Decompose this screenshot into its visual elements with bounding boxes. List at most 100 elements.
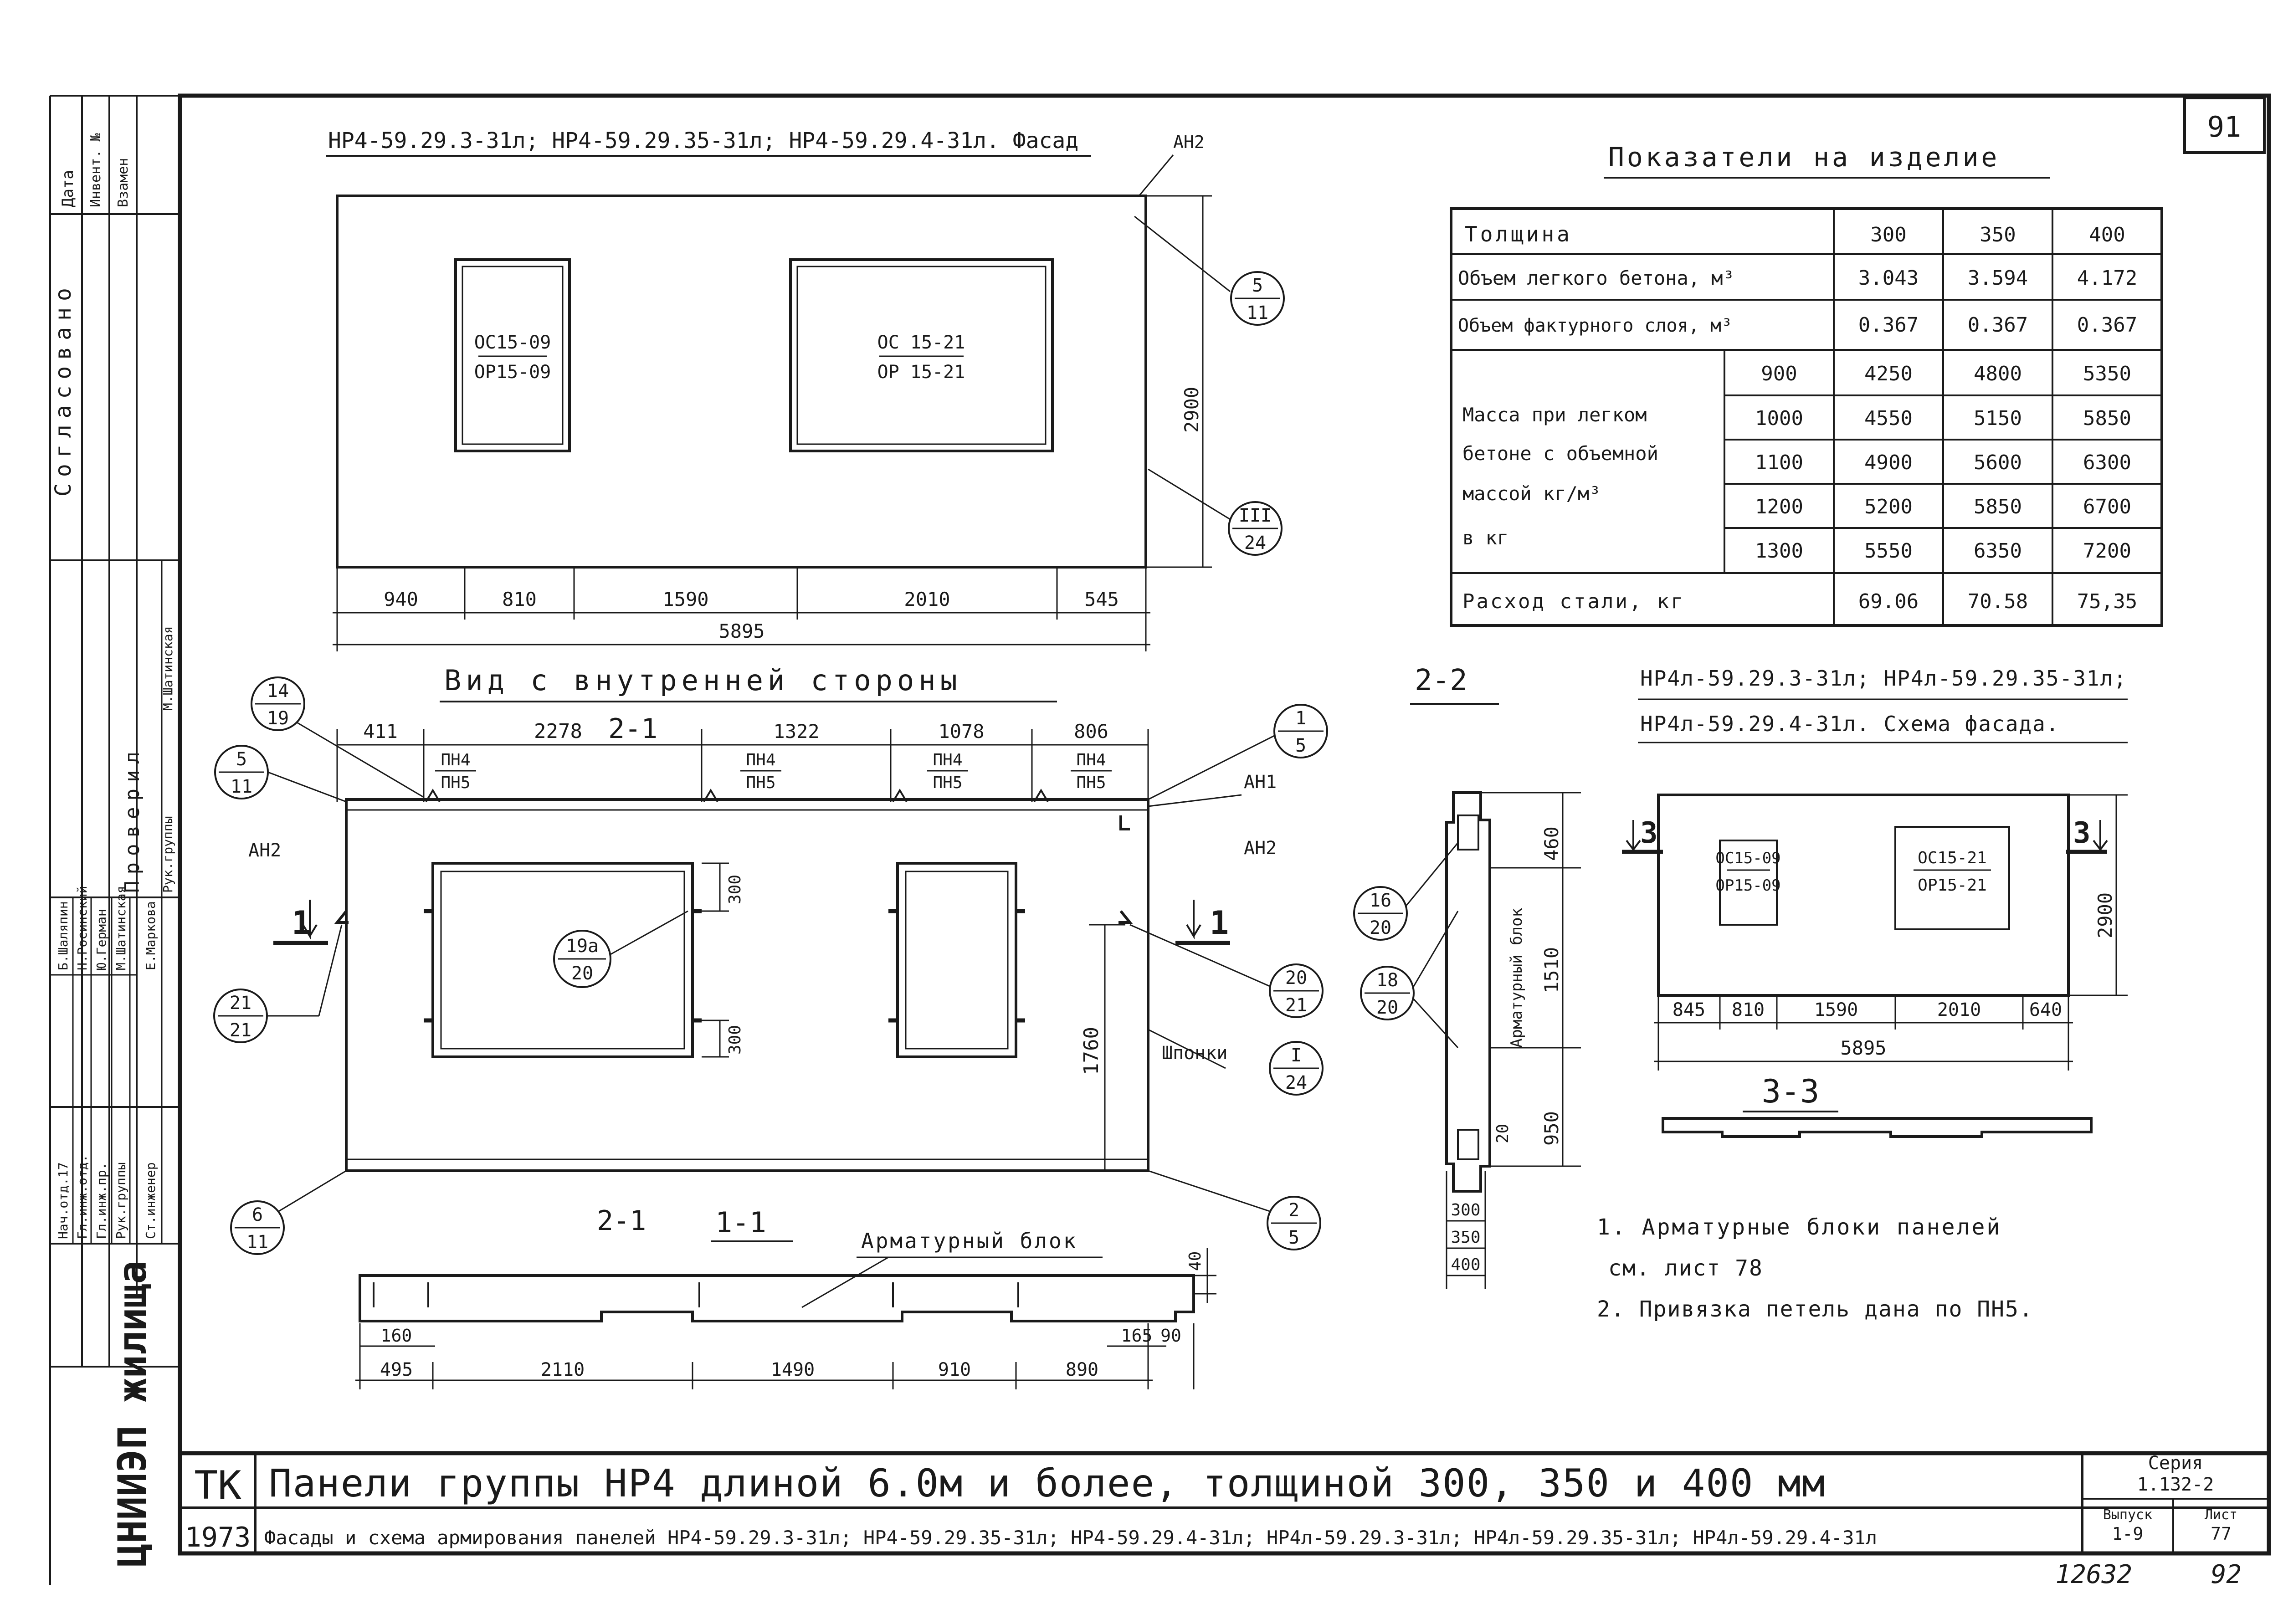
inner-callout-I-24 bbox=[1269, 1041, 1324, 1096]
section-2-2-dim-1: 460 bbox=[1540, 826, 1563, 861]
facade-view: НР4-59.29.3-31л; НР4-59.29.35-31л; НР4-5… bbox=[326, 128, 1285, 651]
mass-1000-300: 4550 bbox=[1864, 407, 1913, 430]
light-concrete-350: 3.594 bbox=[1968, 266, 2028, 290]
mass-label-1: Масса при легком bbox=[1462, 404, 1647, 426]
facade-dim-2: 810 bbox=[502, 588, 537, 610]
scheme-window-2-top: ОС15-21 bbox=[1918, 849, 1987, 867]
staff-name-4: М.Шатинская bbox=[113, 886, 128, 970]
facing-300: 0.367 bbox=[1858, 313, 1919, 337]
inner-top-dim-4: 1078 bbox=[938, 720, 984, 743]
facade-total-dim: 5895 bbox=[718, 620, 764, 642]
mass-1200-400: 6700 bbox=[2083, 495, 2131, 518]
section-1-1-title: 1-1 bbox=[715, 1206, 766, 1239]
mass-1300-400: 7200 bbox=[2083, 539, 2131, 563]
section-2-2-callout-18-20 bbox=[1360, 966, 1415, 1020]
inner-an1-tag: АН1 bbox=[1244, 772, 1277, 793]
mass-label-3: массой кг/м³ bbox=[1462, 482, 1601, 505]
inner-top-dim-2: 2278 bbox=[534, 720, 582, 743]
inner-callout-2-5-bottom: 5 bbox=[1288, 1227, 1299, 1248]
facade-dim-4: 2010 bbox=[904, 588, 950, 610]
inner-callout-21-21-top: 21 bbox=[230, 993, 251, 1014]
scheme-title-1: НР4л-59.29.3-31л; НР4л-59.29.35-31л; bbox=[1640, 666, 2127, 691]
facade-callout-III-24-bottom: 24 bbox=[1244, 533, 1266, 553]
scheme-dim-5: 640 bbox=[2029, 999, 2062, 1020]
inner-callout-I-24-bottom: 24 bbox=[1285, 1072, 1307, 1093]
scheme-dim-2: 810 bbox=[1732, 999, 1765, 1020]
series-value: 1.132-2 bbox=[2137, 1474, 2214, 1495]
note-1-cont: см. лист 78 bbox=[1608, 1255, 1763, 1281]
mass-label-4: в кг bbox=[1462, 527, 1508, 549]
inner-callout-1-5-bottom: 5 bbox=[1295, 735, 1306, 756]
left-approval-strip: Дата Инвент. № Взамен Согласовано Провер… bbox=[50, 96, 180, 1567]
inner-callout-1-5-top: 1 bbox=[1295, 708, 1306, 729]
inner-callout-6-11 bbox=[230, 1200, 285, 1255]
facade-panel-outline bbox=[336, 195, 1147, 569]
inner-callout-2-5-top: 2 bbox=[1288, 1200, 1299, 1221]
section-2-2-callout-16-20-bottom: 20 bbox=[1370, 917, 1391, 938]
inner-callout-20-21 bbox=[1269, 963, 1324, 1018]
scheme-window-2-bottom: ОР15-21 bbox=[1918, 876, 1987, 895]
mass-1000-400: 5850 bbox=[2083, 407, 2131, 430]
loop-1-bottom: ПН5 bbox=[441, 774, 470, 792]
loop-3-bottom: ПН5 bbox=[933, 774, 962, 792]
sheet-label: Лист bbox=[2205, 1507, 2237, 1523]
density-1300: 1300 bbox=[1755, 539, 1803, 563]
thickness-350: 350 bbox=[1980, 223, 2016, 246]
col-inventory-label: Инвент. № bbox=[88, 133, 104, 207]
section-2-2-title: 2-2 bbox=[1415, 664, 1467, 697]
inner-dim-1760: 1760 bbox=[1080, 1027, 1103, 1075]
scheme-panel-outline bbox=[1657, 794, 2070, 997]
inner-callout-14-19 bbox=[251, 676, 305, 731]
inner-callout-20-21-top: 20 bbox=[1285, 968, 1307, 989]
section-1-1-dim-3: 1490 bbox=[771, 1359, 815, 1380]
section-2-2-callout-18-20-bottom: 20 bbox=[1376, 997, 1398, 1018]
inner-panel-outline bbox=[345, 798, 1149, 1172]
loop-3-top: ПН4 bbox=[933, 751, 962, 769]
section-2-2-thick-300: 300 bbox=[1451, 1201, 1480, 1219]
section-1-1-dim-40: 40 bbox=[1186, 1251, 1205, 1271]
mass-1200-300: 5200 bbox=[1864, 495, 1913, 518]
inner-section-mark-top: 2-1 bbox=[608, 713, 657, 745]
inner-callout-19a-20 bbox=[553, 930, 611, 988]
inner-callout-14-19-top: 14 bbox=[267, 681, 289, 702]
facade-dim-1: 940 bbox=[384, 588, 418, 610]
facade-window-2-bottom: ОР 15-21 bbox=[877, 362, 965, 383]
section-2-2-block-label: Арматурный блок bbox=[1508, 908, 1526, 1048]
facade-window-1-bottom: ОР15-09 bbox=[474, 362, 551, 383]
checker-name: М.Шатинская bbox=[160, 626, 175, 711]
col-replace-label: Взамен bbox=[115, 158, 131, 207]
inner-section-mark-bottom: 2-1 bbox=[597, 1205, 646, 1237]
staff-role-5: Ст.инженер bbox=[143, 1162, 158, 1239]
density-1000: 1000 bbox=[1755, 407, 1803, 430]
inner-callout-6-11-top: 6 bbox=[252, 1204, 263, 1225]
title-code: ТК bbox=[194, 1463, 241, 1508]
inner-callout-20-21-bottom: 21 bbox=[1285, 995, 1307, 1016]
scheme-total-dim: 5895 bbox=[1840, 1037, 1886, 1059]
facade-callout-III-24-top: III bbox=[1239, 505, 1272, 526]
loop-4-top: ПН4 bbox=[1076, 751, 1106, 769]
loop-1-top: ПН4 bbox=[441, 751, 470, 769]
staff-rows: Нач.отд.17 Б.Шаляпин Гл.инж.отд. Н.Росин… bbox=[50, 886, 158, 1244]
section-1-1-block-label: Арматурный блок bbox=[861, 1229, 1077, 1253]
facing-400: 0.367 bbox=[2077, 313, 2137, 337]
facade-window-1-top: ОС15-09 bbox=[474, 332, 551, 353]
staff-name-2: Н.Росинский bbox=[75, 886, 90, 970]
page-number: 92 bbox=[2211, 1560, 2242, 1589]
series-label: Серия bbox=[2148, 1453, 2203, 1474]
scheme-window-1-bottom: ОР15-09 bbox=[1715, 876, 1780, 895]
lifting-loops: ПН4 ПН5 ПН4 ПН5 ПН4 ПН5 ПН4 ПН5 bbox=[425, 751, 1112, 803]
inner-top-dim-5: 806 bbox=[1074, 720, 1108, 743]
inner-window-1 bbox=[431, 862, 694, 1058]
section-1-1-dim-4: 910 bbox=[938, 1359, 971, 1380]
facade-callout-III-24 bbox=[1228, 501, 1283, 556]
scheme-height-dim: 2900 bbox=[2094, 892, 2116, 938]
title-year: 1973 bbox=[185, 1522, 251, 1553]
sheet-subtitle: Фасады и схема армирования панелей НР4-5… bbox=[264, 1527, 1877, 1549]
scheme-sec-left: 3 bbox=[1640, 816, 1658, 850]
facade-callout-5-11-bottom: 11 bbox=[1247, 302, 1268, 323]
density-900: 900 bbox=[1761, 362, 1797, 385]
sheet-title: Панели группы НР4 длиной 6.0м и более, т… bbox=[269, 1461, 1826, 1506]
thickness-300: 300 bbox=[1870, 223, 1906, 246]
title-block: ТК 1973 Панели группы НР4 длиной 6.0м и … bbox=[180, 1451, 2269, 1553]
